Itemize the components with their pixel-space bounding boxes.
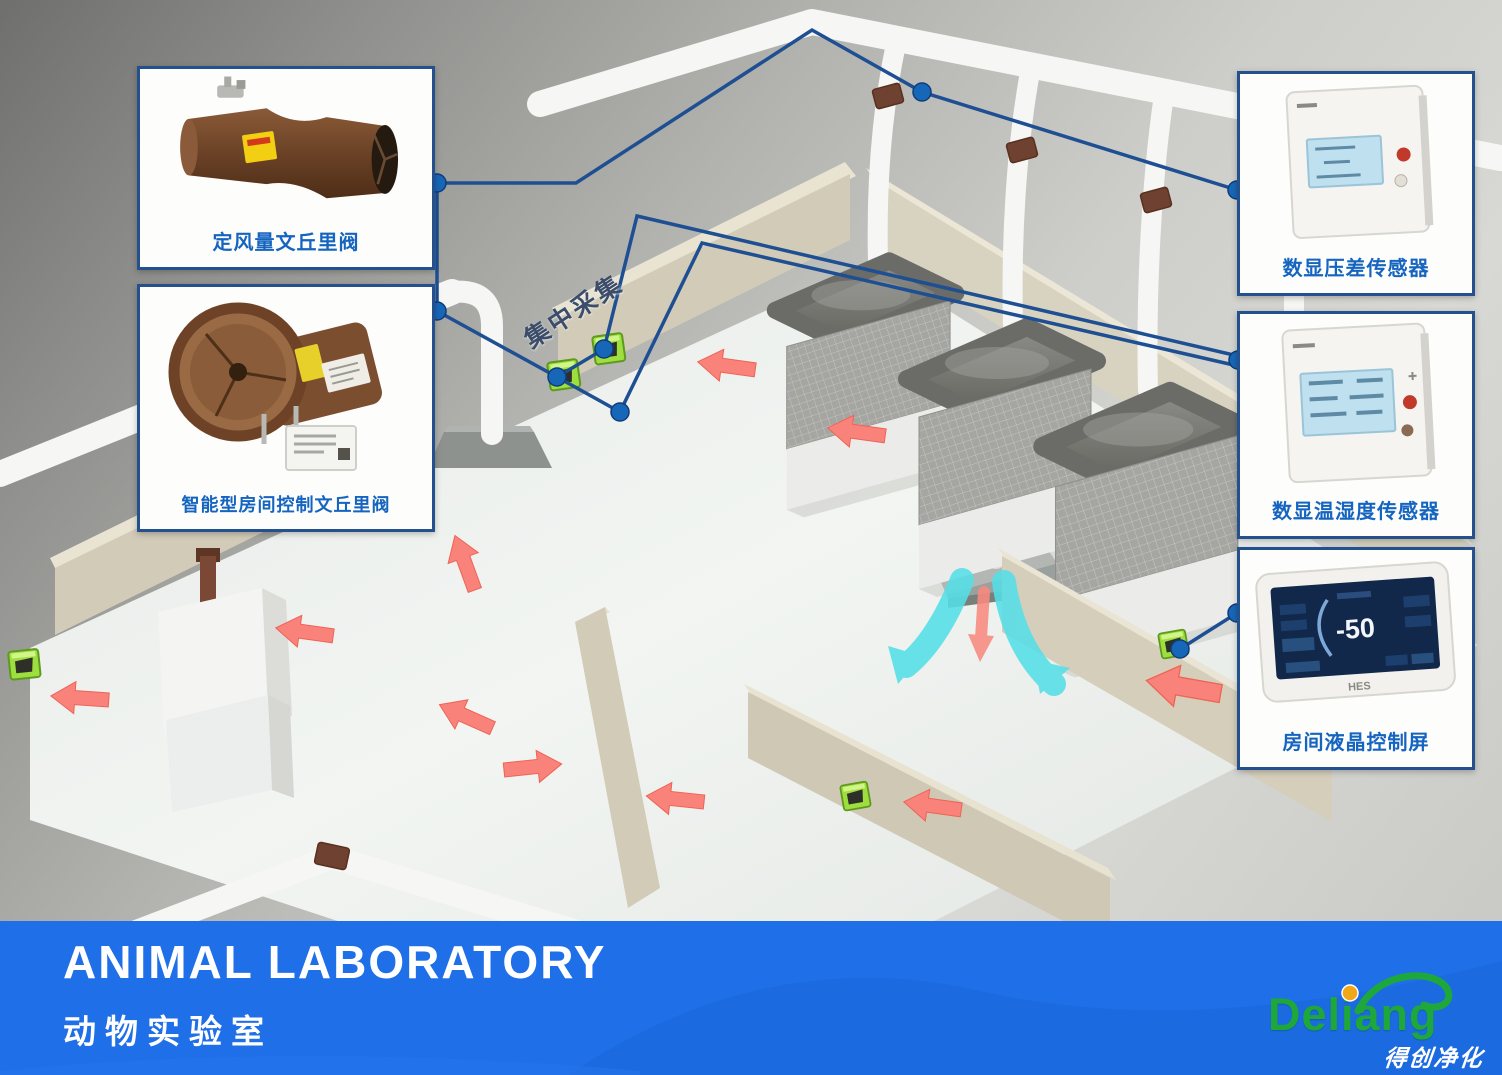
bottom-banner: ANIMAL LABORATORY 动物实验室 Deliang 得创净化 [0, 921, 1502, 1075]
logo-dot-icon [1341, 984, 1359, 1002]
callout-caption: 定风量文丘里阀 [212, 232, 360, 254]
callout-temp-humidity-sensor: 数显温湿度传感器 [1237, 311, 1475, 539]
device-brand: HES [1348, 680, 1371, 694]
callout-caption: 数显温湿度传感器 [1272, 501, 1440, 523]
callout-smart-room-venturi-valve: 智能型房间控制文丘里阀 [137, 284, 435, 532]
supply-airflow-arrows [888, 568, 1070, 696]
callout-pressure-sensor: 数显压差传感器 [1237, 71, 1475, 296]
callout-cav-venturi-valve: 定风量文丘里阀 [137, 66, 435, 270]
logo-tagline-zh: 得创净化 [1382, 1046, 1486, 1071]
floor-diffuser [428, 426, 552, 468]
callout-caption: 智能型房间控制文丘里阀 [181, 495, 391, 515]
cav-venturi-valve-image [140, 69, 432, 226]
exhaust-cabinet [158, 548, 294, 812]
smart-venturi-valve-image [140, 287, 432, 491]
logo-swoosh-icon [1341, 972, 1453, 1015]
pressure-sensor-image [1240, 74, 1472, 252]
temp-humidity-sensor-image [1240, 314, 1472, 495]
room-lcd-panel-image: -50 HES [1240, 550, 1472, 726]
lcd-reading: -50 [1335, 613, 1376, 646]
company-logo: Deliang 得创净化 [1262, 971, 1492, 1071]
callout-room-lcd-panel: -50 HES 房间液晶控制屏 [1237, 547, 1475, 770]
banner-title-zh: 动物实验室 [63, 1013, 273, 1050]
callout-caption: 数显压差传感器 [1282, 258, 1430, 280]
banner-title-en: ANIMAL LABORATORY [63, 936, 607, 988]
banner-wave-decoration [0, 961, 1502, 1075]
callout-caption: 房间液晶控制屏 [1282, 732, 1430, 754]
control-wiring [435, 27, 1239, 651]
